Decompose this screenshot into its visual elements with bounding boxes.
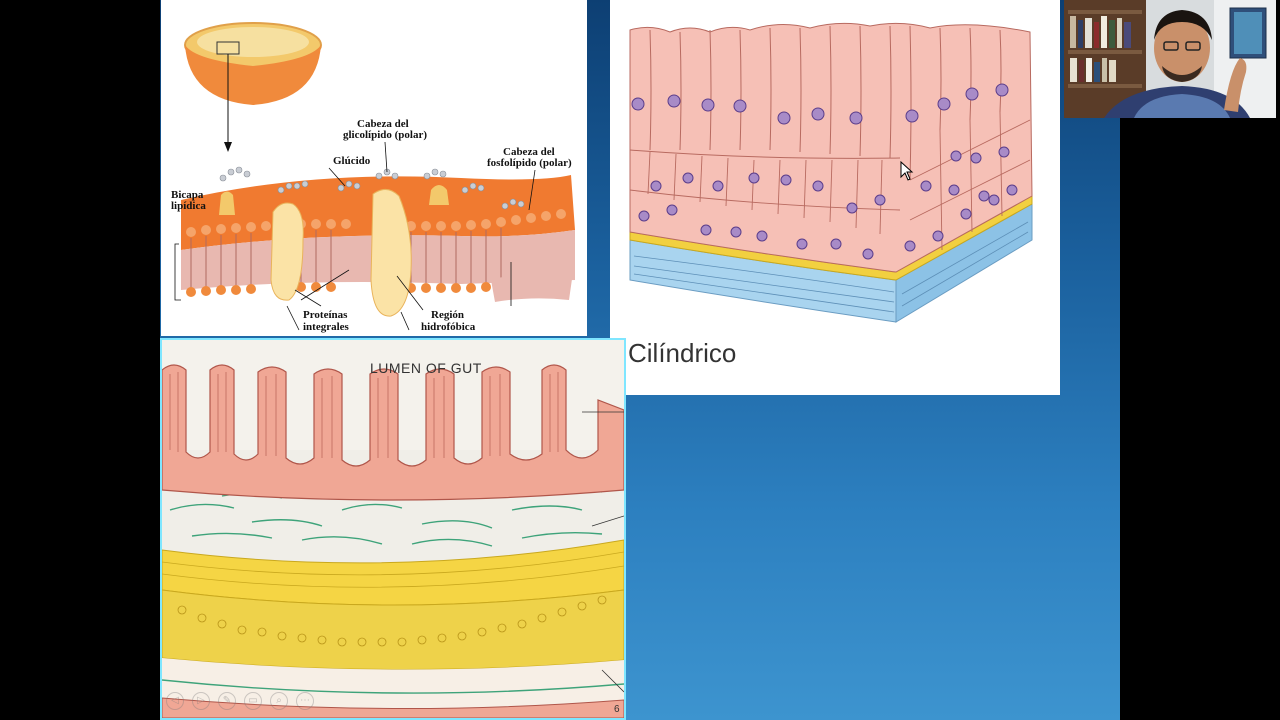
page-indicator: 6 [614, 704, 620, 715]
gut-wall-diagram: LUMEN OF GUT [160, 338, 626, 720]
label-glucid: Glúcido [333, 155, 371, 167]
epithelium-caption: Cilíndrico [628, 338, 737, 368]
columnar-epithelium-diagram: Cilíndrico [610, 0, 1060, 395]
label-hydrophobic-region-line2: hidrofóbica [421, 321, 476, 333]
membrane-illustration: Cabeza del glicolípido (polar) Glúcido C… [171, 22, 575, 333]
more-options-button[interactable]: ⋯ [296, 692, 314, 710]
view-slides-button[interactable]: ▭ [244, 692, 262, 710]
webcam-video-feed[interactable] [1064, 0, 1276, 118]
label-integral-proteins-line2: integrales [303, 321, 350, 333]
cell-membrane-diagram: Cabeza del glicolípido (polar) Glúcido C… [161, 0, 587, 336]
slideshow-controls: ◁ ▷ ✎ ▭ ⌕ ⋯ [166, 692, 314, 710]
label-bilayer-line2: lipídica [171, 200, 206, 212]
zoom-button[interactable]: ⌕ [270, 692, 288, 710]
label-phospholipid-head-line1: Cabeza del [503, 146, 555, 158]
label-phospholipid-head-line2: fosfolípido (polar) [487, 157, 572, 169]
label-hydrophobic-region-line1: Región [431, 309, 464, 321]
mouse-cursor-icon [900, 161, 914, 181]
next-slide-button[interactable]: ▷ [192, 692, 210, 710]
label-glycolipid-head-line2: glicolípido (polar) [343, 129, 427, 141]
pen-tool-button[interactable]: ✎ [218, 692, 236, 710]
gut-title: LUMEN OF GUT [370, 360, 482, 376]
previous-slide-button[interactable]: ◁ [166, 692, 184, 710]
epithelium-illustration [629, 22, 1033, 323]
gut-illustration [162, 364, 624, 718]
label-integral-proteins-line1: Proteínas [303, 309, 348, 321]
webcam-frame [1064, 0, 1276, 118]
label-bilayer-line1: Bicapa [171, 189, 204, 201]
label-glycolipid-head-line1: Cabeza del [357, 118, 409, 130]
